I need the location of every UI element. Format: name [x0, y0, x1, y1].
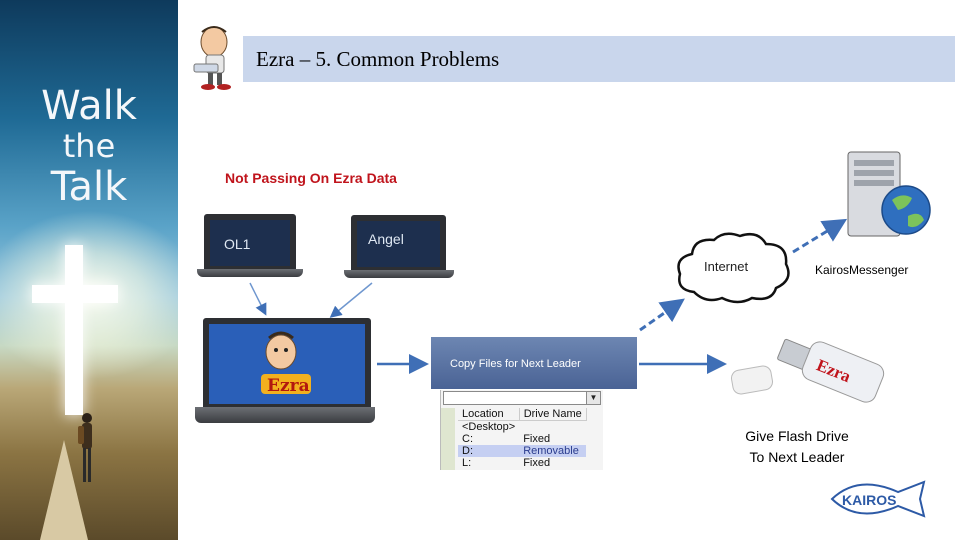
cross-arm [32, 285, 118, 303]
column-header-drive-name: Drive Name [519, 408, 587, 421]
table-row[interactable]: L: Fixed [458, 457, 586, 469]
drive-location: <Desktop> [462, 421, 516, 433]
kairos-logo-icon: KAIROS [830, 480, 926, 518]
laptop-angel-base [344, 270, 454, 278]
flash-drive-icon: Ezra [730, 338, 885, 403]
road [40, 440, 88, 540]
internet-cloud-icon [677, 232, 790, 304]
drive-name: Fixed [523, 457, 551, 469]
table-row[interactable]: <Desktop> [458, 421, 586, 434]
ezra-mascot-icon [193, 26, 231, 90]
laptop-ol1-label: OL1 [224, 236, 251, 252]
drive-list: ▼ Location Drive Name <Desktop> C: Fixed… [440, 390, 603, 470]
drive-location: C: [462, 433, 473, 445]
banner-line-talk: Talk [50, 164, 128, 210]
drive-name [519, 421, 586, 434]
drive-name: Fixed [523, 433, 551, 445]
laptop-ol1: OL1 [204, 214, 296, 270]
server-globe-icon [847, 151, 931, 237]
drive-table: Location Drive Name <Desktop> C: Fixed D… [458, 408, 587, 469]
internet-label: Internet [704, 259, 749, 274]
drive-name: Removable [519, 445, 587, 457]
title-bar [243, 36, 955, 82]
banner-line-walk: Walk [41, 83, 137, 129]
copy-files-window [431, 337, 637, 389]
laptop-angel-label: Angel [368, 231, 404, 247]
table-row[interactable]: C: Fixed [458, 433, 586, 445]
laptop-ezra-base [195, 407, 375, 423]
laptop-angel: Angel [351, 215, 446, 271]
walker-icon [78, 413, 92, 482]
walk-the-talk-banner: Walk the Talk [0, 0, 178, 540]
laptop-ezra: Ezra [203, 318, 371, 408]
copy-files-button[interactable]: Copy Files for Next Leader [450, 358, 581, 370]
drive-select[interactable]: ▼ [443, 391, 601, 405]
section-heading: Not Passing On Ezra Data [225, 170, 397, 186]
caption-line-2: To Next Leader [749, 449, 845, 465]
give-flash-drive-caption: Give Flash Drive To Next Leader [733, 426, 861, 468]
ezra-logo-text: Ezra [267, 376, 310, 396]
table-row-selected[interactable]: D: Removable [458, 445, 587, 457]
ezra-mascot-icon [261, 331, 311, 394]
drive-location: L: [462, 457, 472, 469]
drive-location: D: [458, 445, 520, 457]
kairos-logo-text: KAIROS [842, 492, 896, 508]
kairos-messenger-label: KairosMessenger [815, 263, 909, 277]
column-header-location: Location [458, 408, 520, 421]
laptop-ol1-base [197, 269, 303, 277]
chevron-down-icon[interactable]: ▼ [586, 392, 600, 404]
caption-line-1: Give Flash Drive [745, 428, 849, 444]
slide-title: Ezra – 5. Common Problems [256, 47, 500, 71]
banner-line-the: the [62, 127, 116, 165]
